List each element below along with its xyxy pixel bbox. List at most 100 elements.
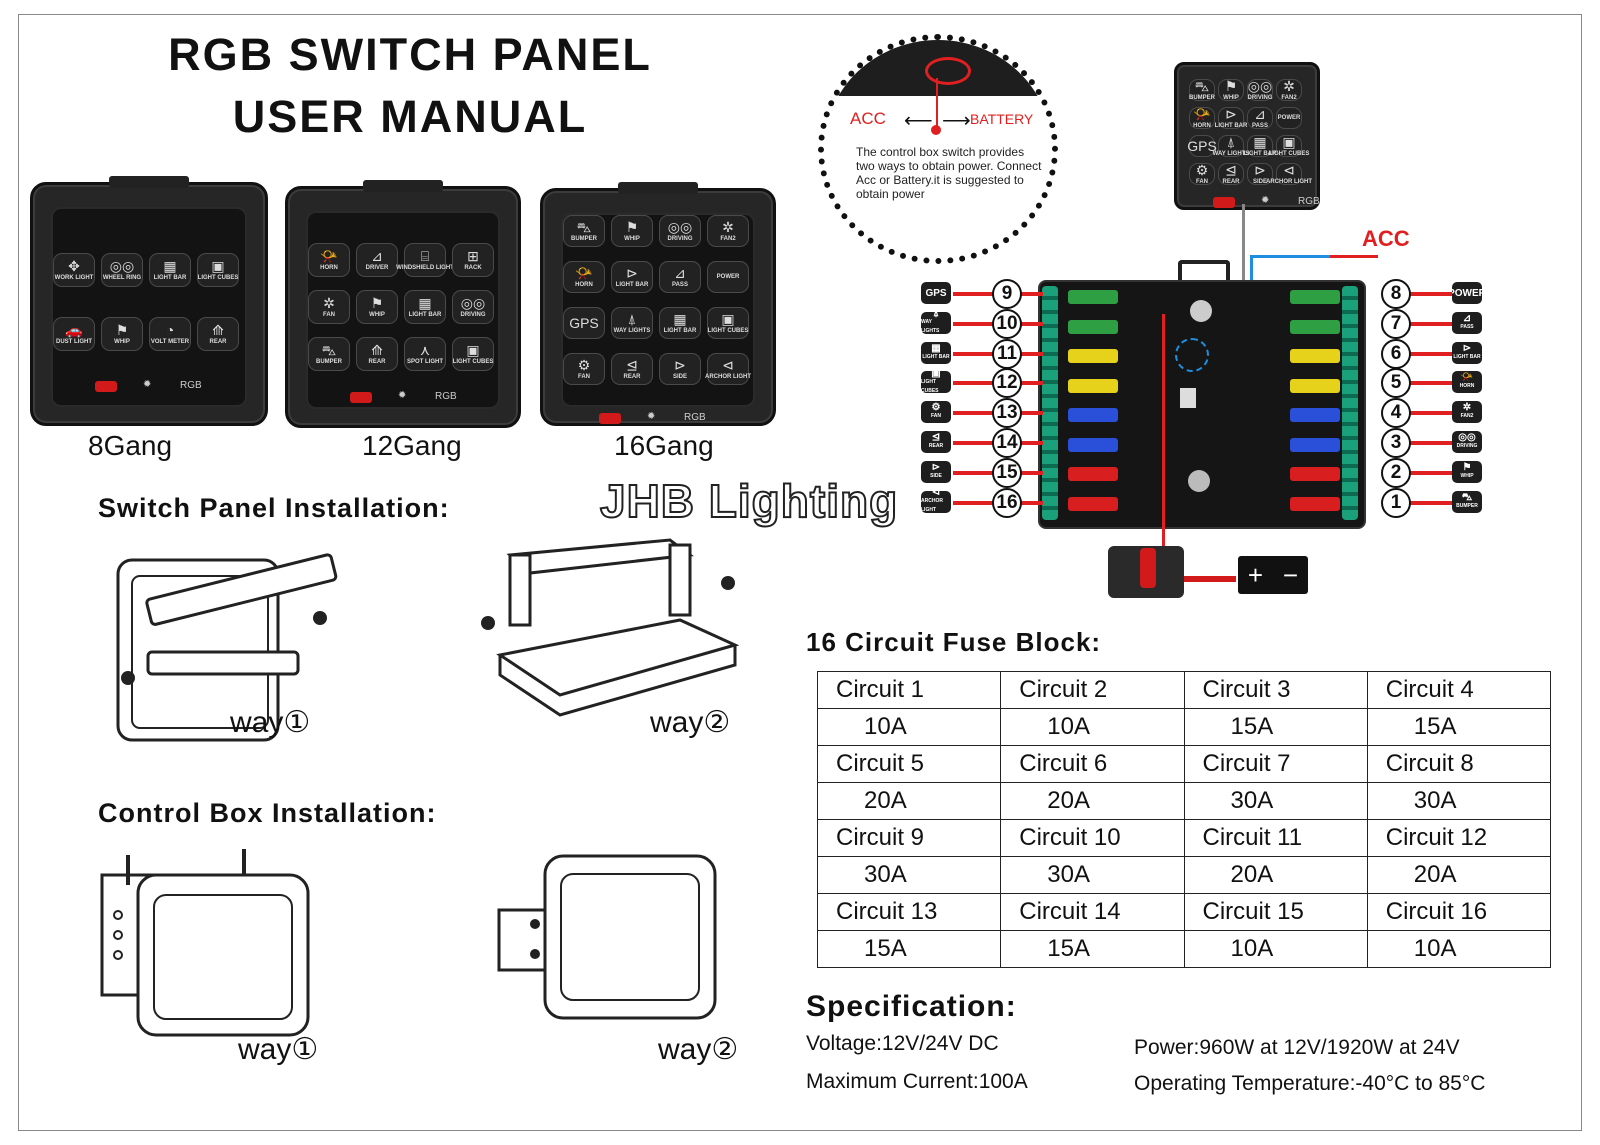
fuse <box>1290 378 1340 393</box>
circuit-glyph-icon: ⊿ <box>1462 312 1472 324</box>
switch-button[interactable]: ◎◎DRIVING <box>1247 78 1273 101</box>
switch-button-label: LIGHT BAR <box>1214 123 1248 129</box>
switch-button[interactable]: ⊿PASS <box>659 261 701 293</box>
switch-button-label: LIGHT BAR <box>408 312 442 318</box>
switch-button[interactable]: ◎◎DRIVING <box>659 215 701 247</box>
switch-button[interactable]: ▦LIGHT BAR <box>1244 134 1276 157</box>
switch-panel-16gang: ⛍BUMPER⚑WHIP◎◎DRIVING✲FAN2 📯HORN⊳LIGHT BA… <box>540 182 776 426</box>
switch-button[interactable]: ▣LIGHT CUBES <box>707 307 749 339</box>
switch-button-label: HORN <box>575 282 593 288</box>
switch-button[interactable]: ⊳SIDE <box>1247 162 1273 185</box>
switch-button[interactable]: ⊿PASS <box>1247 106 1273 129</box>
switch-button[interactable]: ⟰REAR <box>356 337 398 371</box>
circuit-name-cell: Circuit 2 <box>1000 671 1185 709</box>
brightness-icon[interactable]: ✹ <box>398 390 407 401</box>
switch-glyph-icon: ▣ <box>211 258 225 274</box>
switch-button[interactable]: ✲FAN2 <box>707 215 749 247</box>
switch-button[interactable]: ⋏SPOT LIGHT <box>404 337 446 371</box>
switch-glyph-icon: ▦ <box>418 295 432 311</box>
brightness-icon[interactable]: ✹ <box>647 411 656 422</box>
power-button[interactable] <box>95 381 117 392</box>
brightness-icon[interactable]: ✹ <box>143 379 152 390</box>
switch-button[interactable]: ⊿DRIVER <box>356 243 398 277</box>
switch-button[interactable]: ⍋WAY LIGHTS <box>1213 134 1249 157</box>
power-button[interactable] <box>599 413 621 424</box>
switch-glyph-icon: ◎◎ <box>1247 78 1273 94</box>
switch-button[interactable]: ◎◎DRIVING <box>452 290 494 324</box>
circuit-wire <box>1408 500 1452 505</box>
switch-button[interactable]: ⊳SIDE <box>659 353 701 385</box>
switch-button[interactable]: ⌸WINDSHIELD LIGHT <box>396 243 454 277</box>
switch-button[interactable]: ▣LIGHT CUBES <box>452 337 494 371</box>
circuit-glyph-icon: ⊳ <box>1462 342 1472 354</box>
rgb-button[interactable]: RGB <box>684 412 706 423</box>
switch-button[interactable]: ⊴REAR <box>1218 162 1244 185</box>
switch-button-label: LIGHT CUBES <box>197 275 239 281</box>
circuit-amp-cell: 15A <box>816 930 1002 968</box>
switch-button[interactable]: POWER <box>1276 107 1302 129</box>
switch-button[interactable]: ▦LIGHT BAR <box>149 253 191 287</box>
switch-button-label: SPOT LIGHT <box>407 359 443 365</box>
switch-glyph-icon: ⊴ <box>1225 162 1237 178</box>
switch-button[interactable]: ⊲ARCHOR LIGHT <box>1266 162 1312 185</box>
fuse-block <box>1038 280 1366 529</box>
switch-glyph-icon: ⚑ <box>1224 78 1238 94</box>
switch-glyph-icon: ⛍ <box>576 219 592 235</box>
brightness-icon[interactable]: ✹ <box>1261 195 1270 206</box>
rgb-button[interactable]: RGB <box>180 380 202 391</box>
switch-glyph-icon: ⚑ <box>370 295 384 311</box>
switch-button[interactable]: GPS <box>563 307 605 339</box>
switch-button-label: LIGHT BAR <box>663 328 697 334</box>
switch-button[interactable]: ▦LIGHT BAR <box>659 307 701 339</box>
switch-button[interactable]: ⊲ARCHOR LIGHT <box>705 353 751 385</box>
switch-button[interactable]: 📯HORN <box>308 243 350 277</box>
switch-button[interactable]: ✲FAN2 <box>1276 78 1302 101</box>
switch-button[interactable]: ⛍BUMPER <box>308 337 350 371</box>
switch-button[interactable]: ✥WORK LIGHT <box>53 253 95 287</box>
circuit-amp-cell: 20A <box>816 782 1002 820</box>
switch-button[interactable]: ✲FAN <box>308 290 350 324</box>
switch-button[interactable]: ⟰REAR <box>197 317 239 351</box>
switch-button[interactable]: 📯HORN <box>1189 106 1215 129</box>
circuit-amp-cell: 10A <box>1183 930 1368 968</box>
switch-button[interactable]: ⍋WAY LIGHTS <box>611 307 653 339</box>
power-button[interactable] <box>350 392 372 403</box>
switch-button[interactable]: ◔VOLT METER <box>149 317 191 351</box>
switch-glyph-icon: ▣ <box>721 311 735 327</box>
circuit-icon-box: ⊴REAR <box>921 431 951 453</box>
switch-button[interactable]: ⊳LIGHT BAR <box>611 261 653 293</box>
switch-button[interactable]: ⚑WHIP <box>356 290 398 324</box>
circuit-glyph-icon: ⛍ <box>1461 491 1473 503</box>
switch-glyph-icon: ▣ <box>466 342 480 358</box>
power-button[interactable] <box>1213 197 1235 208</box>
title-line-2: USER MANUAL <box>232 91 588 142</box>
switch-button[interactable]: ▣LIGHT CUBES <box>197 253 239 287</box>
switch-button[interactable]: POWER <box>707 261 749 293</box>
panel-label-16gang: 16Gang <box>614 430 714 461</box>
switch-button[interactable]: ⊴REAR <box>611 353 653 385</box>
switch-button[interactable]: ▣LIGHT CUBES <box>1269 134 1309 157</box>
rgb-button[interactable]: RGB <box>435 391 457 402</box>
switch-button[interactable]: ⚑WHIP <box>1218 78 1244 101</box>
switch-button[interactable]: ▦LIGHT BAR <box>404 290 446 324</box>
switch-button[interactable]: 🚗DUST LIGHT <box>53 317 95 351</box>
switch-button-label: LIGHT CUBES <box>452 359 494 365</box>
switch-button[interactable]: ◎◎WHEEL RING <box>101 253 143 287</box>
switch-button[interactable]: ⛍BUMPER <box>1189 78 1215 101</box>
arrow-right-icon: ⟶ <box>942 110 971 132</box>
switch-button[interactable]: ⚙FAN <box>1189 162 1215 185</box>
switch-button[interactable]: ⚙FAN <box>563 353 605 385</box>
acc-description: The control box switch provides two ways… <box>856 145 1042 201</box>
switch-button-label: LIGHT CUBES <box>1268 151 1310 157</box>
switch-button[interactable]: ⊞RACK <box>452 243 494 277</box>
rgb-button[interactable]: RGB <box>1298 196 1320 207</box>
switch-button[interactable]: ⚑WHIP <box>611 215 653 247</box>
switch-button[interactable]: GPS <box>1187 135 1217 157</box>
switch-button[interactable]: ⚑WHIP <box>101 317 143 351</box>
switch-button-label: ARCHOR LIGHT <box>705 374 751 380</box>
switch-button-label: SIDE <box>1252 179 1267 185</box>
switch-button[interactable]: ⛍BUMPER <box>563 215 605 247</box>
switch-button[interactable]: 📯HORN <box>563 261 605 293</box>
switch-button[interactable]: ⊳LIGHT BAR <box>1215 106 1247 129</box>
switch-glyph-icon: GPS <box>569 315 599 331</box>
